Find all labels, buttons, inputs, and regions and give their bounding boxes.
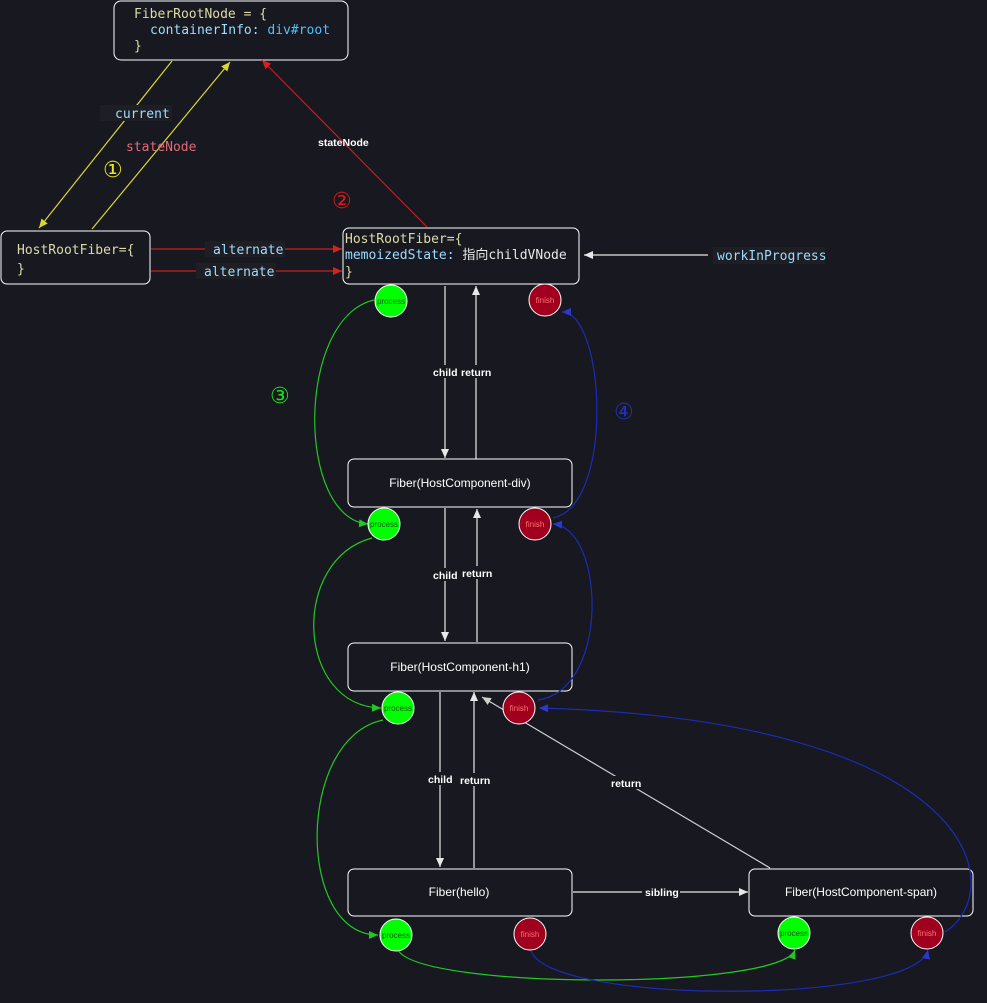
alternate-label-2: alternate [204,265,275,280]
finish-marker-span: finish [910,916,944,950]
fiber-host-component-h1: Fiber(HostComponent-h1) [347,642,573,692]
alternate-label-1-bg [205,241,285,257]
wip-memoized-state-key: memoizedState: [345,248,462,263]
root-node-container-key: containerInfo: [150,23,267,38]
finish-marker-div: finish [518,507,552,541]
current-fiber-line2: } [17,262,25,277]
child-label-1: child [433,367,458,379]
step-3: ③ [270,384,290,409]
process-marker-span-label: process [780,929,808,938]
process-marker-hello-label: process [382,931,410,940]
child-label-1-bg [430,365,458,378]
wip-statenode-arrow [261,59,428,228]
statenode-label-1: stateNode [126,140,197,155]
work-in-progress-label-bg [713,247,825,264]
finish-marker-hello-label: finish [521,930,540,939]
fiber-host-component-span: Fiber(HostComponent-span) [748,868,974,917]
current-label-bg [100,105,172,121]
finish-marker-h1-label: finish [510,704,529,713]
return-label-3: return [460,775,490,787]
statenode-label-2: stateNode [318,137,369,149]
return-label-1-bg [459,365,493,378]
process-marker-div-label: process [370,520,398,529]
process-marker-div: process [367,507,401,541]
wip-fiber-line1: HostRootFiber={ [345,232,462,247]
finish-path-hello-span [530,949,930,992]
root-node-line3: } [134,39,142,54]
root-node-container-value: div#root [267,23,330,38]
return-label-2-bg [460,566,494,579]
finish-path-div-root [552,308,598,519]
process-marker-root: process [374,284,408,318]
child-label-3-bg [425,772,453,785]
current-pointer-arrow [38,60,173,229]
current-host-root-fiber: HostRootFiber={ } [0,230,151,285]
root-node-line1: FiberRootNode = { [134,7,267,22]
process-path-h1-hello [316,719,384,939]
process-marker-span: process [777,916,811,950]
statenode-pointer-arrow [91,61,231,230]
sibling-label-bg [642,885,680,898]
child-label-2: child [433,570,458,582]
return-label-2: return [462,568,492,580]
root-node-line2: containerInfo: div#root [150,23,330,38]
sibling-label: sibling [645,887,679,899]
finish-path-h1-div [537,520,593,701]
wip-fiber-line3: } [345,265,353,280]
process-marker-h1-label: process [384,704,412,713]
alternate-label-1: alternate [213,243,284,258]
wip-memoized-state-value: 指向childVNode [462,247,566,263]
work-in-progress-label: workInProgress [717,249,827,264]
finish-marker-div-label: finish [526,520,545,529]
return-label-4-bg [608,776,642,789]
alternate-label-2-bg [196,263,276,279]
fiber-root-node: FiberRootNode = { containerInfo: div#roo… [113,0,349,61]
fiber-host-component-div: Fiber(HostComponent-div) [347,458,573,508]
process-path-hello-span [397,949,796,981]
finish-path-span-h1 [538,704,972,933]
finish-marker-hello: finish [513,917,547,951]
current-label: current [115,107,170,122]
process-path-root-div [314,299,375,528]
wip-fiber-line2: memoizedState: 指向childVNode [345,247,567,263]
return-label-1: return [461,367,491,379]
finish-marker-root: finish [528,283,562,317]
wip-host-root-fiber: HostRootFiber={ memoizedState: 指向childVN… [342,227,580,285]
step-1: ① [103,158,123,183]
current-fiber-line1: HostRootFiber={ [17,243,134,258]
child-label-2-bg [430,568,458,581]
process-marker-root-label: process [377,297,405,306]
finish-marker-root-label: finish [536,296,555,305]
fiber-span-label: Fiber(HostComponent-span) [785,885,937,899]
finish-marker-h1: finish [502,691,536,725]
fiber-div-label: Fiber(HostComponent-div) [389,476,530,490]
return-label-3-bg [458,773,492,786]
fiber-h1-label: Fiber(HostComponent-h1) [390,660,529,674]
fiber-hello: Fiber(hello) [347,868,573,917]
process-marker-h1: process [381,691,415,725]
fiber-hello-label: Fiber(hello) [429,885,490,899]
child-label-3: child [428,774,453,786]
step-2: ② [332,189,352,214]
finish-marker-span-label: finish [918,929,937,938]
step-4: ④ [614,400,634,425]
return-label-4: return [611,778,641,790]
process-path-div-h1 [313,537,382,712]
process-marker-hello: process [379,918,413,952]
